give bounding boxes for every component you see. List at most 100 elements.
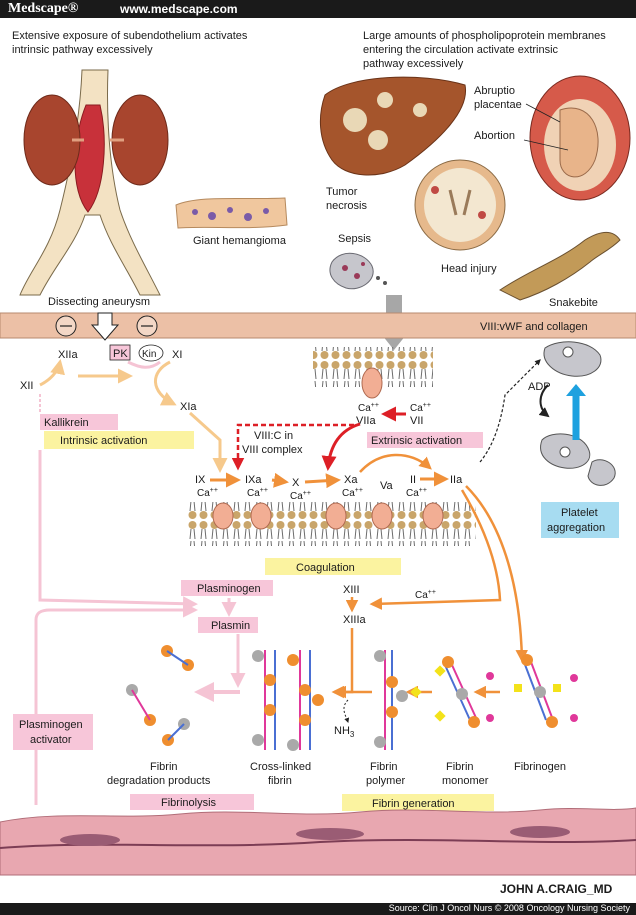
activator-to-plasmin-arrow: [34, 602, 198, 805]
xiii-ca: Ca++: [415, 589, 436, 601]
fibrin-polymer-illustration: [374, 650, 408, 750]
viia-to-x-arrow: [321, 422, 361, 471]
fibrin-generation-box: [342, 794, 494, 811]
xi-to-xia-arrow: [154, 360, 177, 406]
plasminogen-activator-label-2: activator: [30, 734, 72, 746]
factor-ix: IX: [195, 474, 206, 486]
anticoag-symbols: [55, 315, 158, 337]
ixa-to-x-arrow: [271, 472, 289, 488]
abruptio-label-2: placentae: [474, 99, 522, 111]
factor-pk: PK: [113, 348, 128, 360]
factor-xiii: XIII: [343, 584, 360, 596]
factor-iia: IIa: [450, 474, 463, 486]
viiic-label-2: VIII complex: [242, 444, 303, 456]
extrinsic-ca-1: Ca++: [358, 402, 379, 414]
extrinsic-cause-text-2: entering the circulation activate extrin…: [363, 44, 559, 56]
iia-to-fibrinogen-arrow: [465, 485, 528, 663]
plasminogen-label: Plasminogen: [197, 583, 261, 595]
intrinsic-activation-box: [44, 431, 194, 449]
factor-va: Va: [380, 480, 394, 492]
liver-illustration: [319, 76, 467, 176]
kallikrein-label: Kallikrein: [44, 417, 89, 429]
adp-label: ADP: [528, 381, 551, 393]
intrinsic-cause-text-2: intrinsic pathway excessively: [12, 44, 153, 56]
crosslinked-label-1: Cross-linked: [250, 761, 311, 773]
coagulation-box: [265, 558, 401, 575]
factor-xa: Xa: [344, 474, 358, 486]
intrinsic-cause-text-1: Extensive exposure of subendothelium act…: [12, 30, 248, 42]
illustrator-signature: JOHN A.CRAIG_MD: [500, 882, 613, 896]
pk-box: [109, 344, 131, 361]
ixa-ca: Ca++: [247, 487, 268, 499]
viii-complex-arrow: [231, 423, 354, 471]
fdp-label-2: degradation products: [107, 775, 211, 787]
factor-x: X: [292, 477, 300, 489]
factor-xiia: XIIa: [58, 349, 78, 361]
coagulation-label: Coagulation: [296, 562, 355, 574]
extrinsic-cause-text-3: pathway excessively: [363, 58, 464, 70]
tumor-necrosis-label-1: Tumor: [326, 186, 358, 198]
nh3-release-arrow: [343, 699, 350, 723]
adp-curved-arrow: [538, 384, 550, 418]
dissecting-aneurysm-label: Dissecting aneurysm: [48, 296, 150, 308]
ix-ca: Ca++: [197, 487, 218, 499]
fibrin-generation-label: Fibrin generation: [372, 798, 455, 810]
platelet-arrowhead: [566, 384, 586, 396]
xii-to-xiia-arrow: [39, 359, 65, 387]
medscape-logo[interactable]: Medscape®: [8, 1, 79, 16]
abruptio-label-1: Abruptio: [474, 85, 515, 97]
medscape-url[interactable]: www.medscape.com: [120, 2, 238, 16]
plasminogen-activator-label-1: Plasminogen: [19, 719, 83, 731]
plasminogen-box: [181, 580, 273, 596]
kallikrein-box: [40, 414, 118, 430]
snake-illustration: [499, 232, 621, 301]
plasmin-label: Plasmin: [211, 620, 250, 632]
factor-ixa: IXa: [245, 474, 262, 486]
factor-xi: XI: [172, 349, 182, 361]
aneurysm-illustration: [19, 69, 169, 296]
snakebite-label: Snakebite: [549, 297, 598, 309]
head-injury-label: Head injury: [441, 263, 497, 275]
monomer-label-1: Fibrin: [446, 761, 474, 773]
extrinsic-cause-text-1: Large amounts of phospholipoprotein memb…: [363, 30, 606, 42]
iia-to-platelet-arrow: [479, 359, 541, 463]
fdp-illustration: [126, 645, 194, 746]
uterus-illustration: [529, 75, 631, 201]
xiiia-to-crosslinked-arrow: [331, 628, 354, 699]
source-text: Source: Clin J Oncol Nurs © 2008 Oncolog…: [388, 903, 630, 913]
subendothelium-arrow: [90, 312, 120, 341]
crosslinked-label-2: fibrin: [268, 775, 292, 787]
factor-xii: XII: [20, 380, 33, 392]
va-ca: Ca++: [406, 487, 427, 499]
xia-to-ix-arrow: [188, 411, 228, 473]
kallikrein-to-plasmin-arrow: [38, 450, 198, 612]
extrinsic-activation-box: [367, 432, 483, 448]
platelet-label-1: Platelet: [561, 507, 598, 519]
hemangioma-illustration: [175, 197, 288, 229]
source-footer: Source: Clin J Oncol Nurs © 2008 Oncolog…: [0, 903, 636, 915]
medscape-header: Medscape® www.medscape.com: [0, 0, 636, 18]
extrinsic-ca-2: Ca++: [410, 402, 431, 414]
polymer-label-1: Fibrin: [370, 761, 398, 773]
kallikrein-loop-arrow: [127, 360, 161, 369]
fibrinolysis-box: [130, 794, 254, 810]
fibrinolysis-label: Fibrinolysis: [161, 797, 217, 809]
viiic-label-1: VIII:C in: [254, 430, 293, 442]
brain-illustration: [414, 159, 506, 251]
factor-ii: II: [410, 474, 416, 486]
fibrin-monomer-illustration: [410, 656, 480, 728]
sepsis-label: Sepsis: [338, 233, 372, 245]
tumor-necrosis-label-2: necrosis: [326, 200, 367, 212]
factor-xiiia: XIIIa: [343, 614, 367, 626]
x-to-xa-arrow: [304, 473, 341, 489]
xa-to-ii-arrow: [359, 453, 432, 473]
platelet-aggregation-box: [541, 502, 619, 538]
fdp-label-1: Fibrin: [150, 761, 178, 773]
factor-xia: XIa: [180, 401, 197, 413]
plasmin-box: [198, 617, 258, 633]
factor-vii: VII: [410, 415, 423, 427]
platelet-label-2: aggregation: [547, 522, 605, 534]
nh3-label: NH3: [334, 725, 355, 739]
